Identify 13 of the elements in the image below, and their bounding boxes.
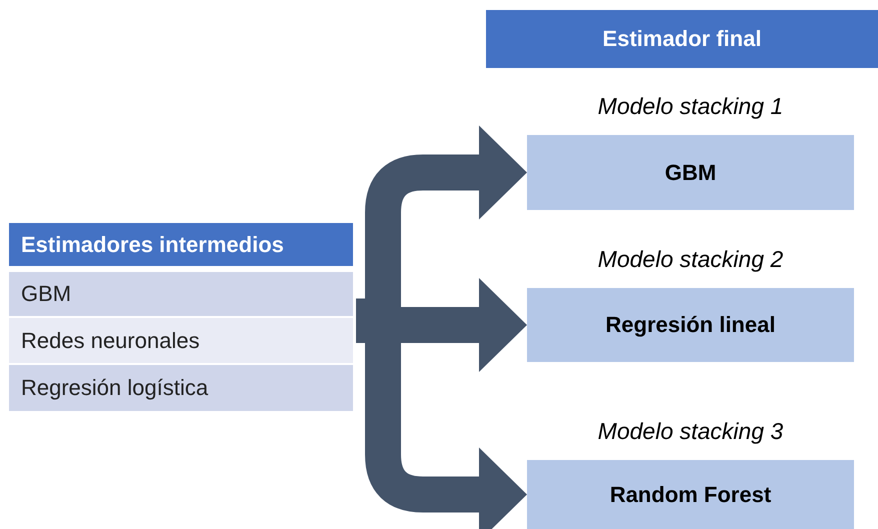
model-caption: Modelo stacking 1 (596, 93, 784, 120)
model-caption: Modelo stacking 2 (596, 246, 784, 273)
model-box: Random Forest (527, 460, 854, 529)
table-row: GBM (9, 272, 353, 316)
table-header: Estimadores intermedios (9, 223, 353, 266)
branching-arrow (356, 278, 527, 372)
model-box: Regresión lineal (527, 288, 854, 362)
model-caption: Modelo stacking 3 (596, 418, 784, 445)
model-box: GBM (527, 135, 854, 210)
table-row: Redes neuronales (9, 318, 353, 363)
header-bar: Estimador final (486, 10, 878, 68)
table-row: Regresión logística (9, 365, 353, 411)
data-table (6, 220, 356, 413)
